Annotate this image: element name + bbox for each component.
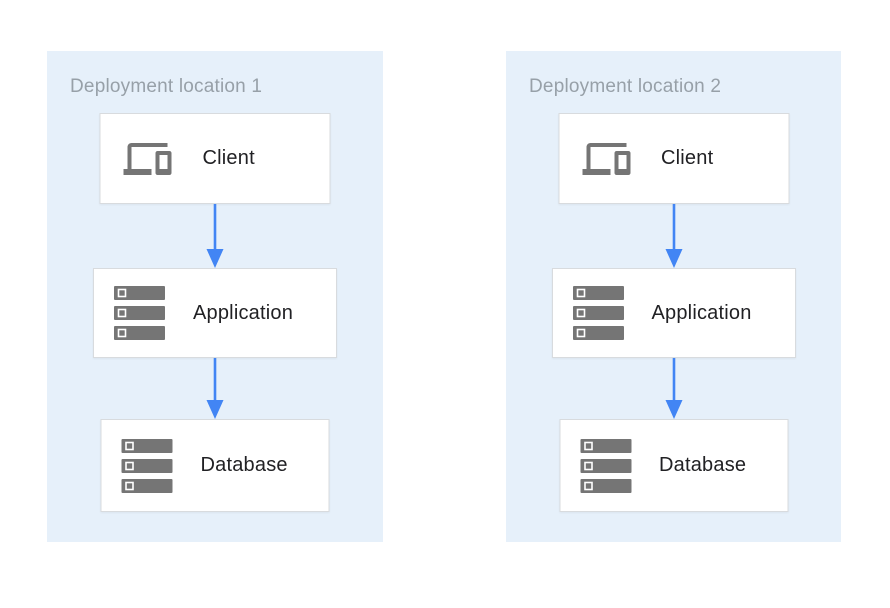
devices-icon — [579, 135, 633, 183]
server-icon — [121, 438, 173, 493]
node-label: Database — [659, 454, 747, 476]
node-label: Client — [202, 147, 255, 169]
node-label: Application — [193, 301, 294, 324]
arrow-application-to-database — [663, 358, 685, 419]
server-icon — [572, 286, 624, 340]
panel-title: Deployment location 1 — [70, 76, 263, 97]
server-icon — [114, 286, 165, 340]
application-node: Application — [551, 268, 796, 358]
client-node: Client — [558, 113, 789, 204]
server-icon — [580, 438, 631, 493]
database-node: Database — [100, 419, 330, 512]
node-label: Client — [661, 147, 714, 169]
devices-icon — [121, 135, 175, 183]
deployment-panel-1: Deployment location 1 Client — [47, 51, 383, 542]
arrow-client-to-application — [663, 204, 685, 268]
panel-title: Deployment location 2 — [529, 76, 722, 97]
node-label: Application — [651, 301, 752, 324]
client-node: Client — [99, 113, 331, 204]
deployment-panel-2: Deployment location 2 Client — [506, 51, 841, 542]
node-label: Database — [200, 454, 288, 476]
arrow-client-to-application — [204, 204, 226, 268]
arrow-application-to-database — [204, 358, 226, 419]
database-node: Database — [559, 419, 788, 512]
application-node: Application — [93, 268, 337, 358]
